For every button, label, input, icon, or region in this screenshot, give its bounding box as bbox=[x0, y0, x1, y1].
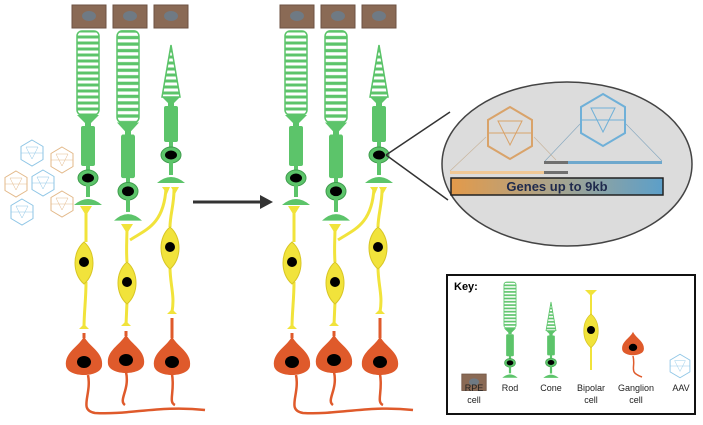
key-label-cone: Cone bbox=[540, 383, 562, 393]
key-label-ganglion-2: cell bbox=[629, 395, 643, 405]
gene-size-bar bbox=[450, 177, 664, 196]
retina-after bbox=[274, 5, 413, 413]
key-label-ganglion: Ganglion bbox=[618, 383, 654, 393]
aav-icon bbox=[20, 139, 44, 167]
aav-icon bbox=[31, 169, 55, 197]
key-legend: Key: RPE cell Rod Cone Bipolar cell Gang… bbox=[446, 274, 696, 415]
key-label-rpe-2: cell bbox=[467, 395, 481, 405]
key-label-aav: AAV bbox=[672, 383, 689, 393]
aav-icon bbox=[10, 198, 34, 226]
aav-icon bbox=[4, 170, 28, 198]
key-label-rpe: RPE bbox=[465, 383, 484, 393]
arrow-icon bbox=[193, 195, 273, 209]
key-title: Key: bbox=[454, 281, 478, 293]
key-label-bipolar-2: cell bbox=[584, 395, 598, 405]
gene-size-label: Genes up to 9kb bbox=[506, 179, 607, 194]
retina-before bbox=[66, 5, 205, 413]
inset-connector bbox=[385, 111, 451, 201]
key-label-bipolar: Bipolar bbox=[577, 383, 605, 393]
key-ganglion-icon bbox=[622, 331, 644, 378]
key-labels: RPE cell Rod Cone Bipolar cell Ganglion … bbox=[465, 383, 690, 405]
gene-capacity-inset: Genes up to 9kb bbox=[441, 81, 693, 247]
key-label-rod: Rod bbox=[502, 383, 519, 393]
aav-icon bbox=[50, 190, 74, 218]
aav-particles bbox=[4, 139, 74, 226]
aav-icon bbox=[50, 146, 74, 174]
key-bipolar-icon bbox=[583, 290, 599, 370]
